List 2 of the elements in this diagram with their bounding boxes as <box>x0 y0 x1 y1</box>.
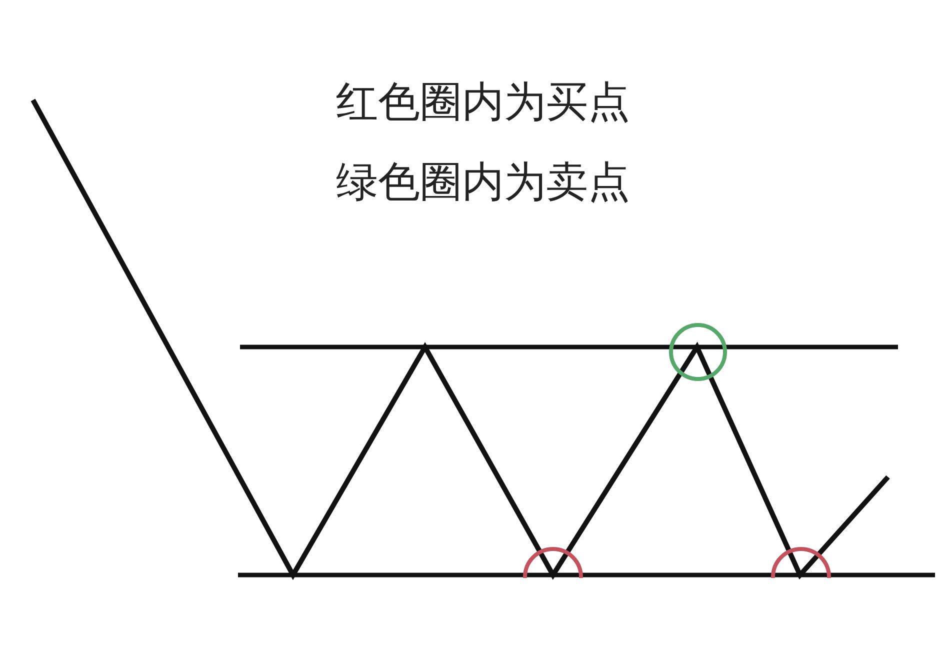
note-text: 绿色圈内为卖点 <box>336 158 630 206</box>
note-text: 红色圈内为买点 <box>336 78 630 126</box>
